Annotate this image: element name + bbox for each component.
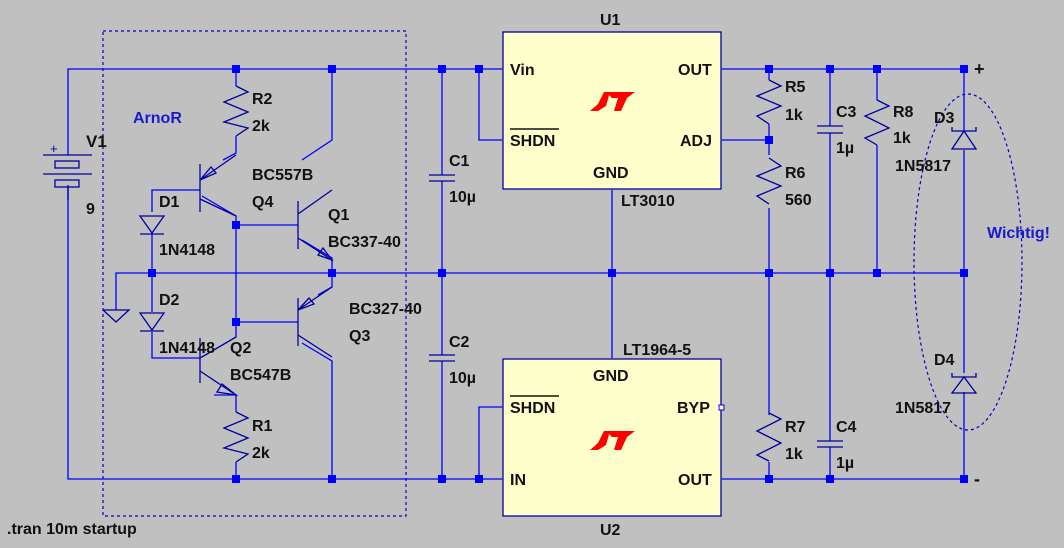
label-r2-value: 2k [252, 118, 270, 135]
label-c3-ref: C3 [836, 104, 857, 121]
label-d4-model: 1N5817 [895, 400, 951, 417]
resistor-r5-icon[interactable] [755, 79, 783, 125]
label-r2-ref: R2 [252, 91, 273, 108]
ic-u2-body[interactable] [502, 358, 722, 517]
diode-d3-icon[interactable] [950, 127, 978, 150]
label-u2-model: LT1964-5 [623, 342, 691, 359]
resistor-r7-icon[interactable] [755, 412, 783, 462]
label-r5-ref: R5 [785, 79, 806, 96]
spice-directive[interactable]: .tran 10m startup [7, 521, 137, 538]
label-r8-ref: R8 [893, 104, 914, 121]
label-r1-value: 2k [252, 445, 270, 462]
battery-v1-icon[interactable]: + [43, 141, 92, 200]
label-r7-ref: R7 [785, 419, 806, 436]
label-c3-value: 1µ [836, 140, 854, 157]
label-d4-ref: D4 [934, 352, 955, 369]
battery-plus-sign: + [50, 141, 58, 156]
comment-arnor: ArnoR [133, 110, 182, 127]
label-q1-model: BC337-40 [328, 234, 401, 251]
junction-dots [148, 65, 968, 483]
label-r1-ref: R1 [252, 418, 273, 435]
resistor-r8-icon[interactable] [863, 99, 891, 146]
u2-pin-gnd: GND [593, 368, 629, 385]
capacitor-c4-icon[interactable] [817, 440, 843, 448]
u2-pin-byp: BYP [677, 400, 710, 417]
label-d3-ref: D3 [934, 110, 955, 127]
startup-block-frame [102, 30, 407, 517]
label-r6-value: 560 [785, 192, 812, 209]
resistor-r1-icon[interactable] [221, 411, 250, 463]
u1-pin-out: OUT [678, 62, 712, 79]
resistor-r2-icon[interactable] [221, 85, 250, 137]
label-d3-model: 1N5817 [895, 158, 951, 175]
u2-pin-in: IN [510, 472, 526, 489]
label-d1-model: 1N4148 [159, 242, 215, 259]
label-q3-model: BC327-40 [349, 301, 422, 318]
label-r5-value: 1k [785, 107, 803, 124]
label-u2-ref: U2 [600, 522, 621, 539]
label-c2-value: 10µ [449, 370, 476, 387]
label-u1-ref: U1 [600, 12, 621, 29]
label-q1-ref: Q1 [328, 207, 349, 224]
label-q2-ref: Q2 [230, 340, 251, 357]
lt-logo-u2-icon [590, 431, 635, 450]
diode-d2-icon[interactable] [138, 312, 166, 332]
u1-pin-shdn: SHDN [510, 133, 555, 150]
label-r7-value: 1k [785, 446, 803, 463]
diode-d1-icon[interactable] [138, 215, 166, 235]
transistor-q4-icon[interactable] [199, 154, 237, 217]
label-r6-ref: R6 [785, 165, 806, 182]
capacitor-c3-icon[interactable] [817, 125, 843, 134]
label-q4-ref: Q4 [252, 194, 273, 211]
label-q2-model: BC547B [230, 367, 291, 384]
byp-pin-terminal [718, 404, 725, 411]
comment-wichtig: Wichtig! [987, 225, 1050, 242]
capacitor-c1-icon[interactable] [429, 174, 455, 182]
u2-pin-out: OUT [678, 472, 712, 489]
label-v1-value: 9 [86, 201, 95, 218]
label-c4-ref: C4 [836, 419, 857, 436]
label-c4-value: 1µ [836, 455, 854, 472]
transistor-q2-icon[interactable] [199, 336, 239, 397]
label-d2-model: 1N4148 [159, 340, 215, 357]
u1-pin-gnd: GND [593, 165, 629, 182]
label-d2-ref: D2 [159, 292, 180, 309]
label-u1-model: LT3010 [621, 193, 675, 210]
important-ellipse [913, 93, 1023, 431]
output-minus-label: - [974, 469, 980, 489]
resistor-r6-icon[interactable] [755, 157, 783, 205]
u1-pin-adj: ADJ [680, 133, 712, 150]
lt-logo-u1-icon [590, 92, 635, 111]
ic-u1-body[interactable] [502, 31, 722, 190]
label-q3-ref: Q3 [349, 328, 370, 345]
u1-pin-vin: Vin [510, 62, 535, 79]
label-r8-value: 1k [893, 130, 911, 147]
label-c1-value: 10µ [449, 189, 476, 206]
capacitor-c2-icon[interactable] [429, 354, 455, 362]
diode-d4-icon[interactable] [950, 373, 978, 394]
label-q4-model: BC557B [252, 167, 313, 184]
output-plus-label: + [974, 59, 985, 79]
u2-pin-shdn: SHDN [510, 400, 555, 417]
transistor-q1-icon[interactable] [297, 189, 334, 262]
label-v1-ref: V1 [86, 132, 107, 151]
label-d1-ref: D1 [159, 194, 180, 211]
ground-icon [102, 309, 131, 323]
wires [67, 68, 965, 480]
label-c2-ref: C2 [449, 334, 470, 351]
transistor-q3-icon[interactable] [297, 286, 333, 358]
label-c1-ref: C1 [449, 153, 470, 170]
